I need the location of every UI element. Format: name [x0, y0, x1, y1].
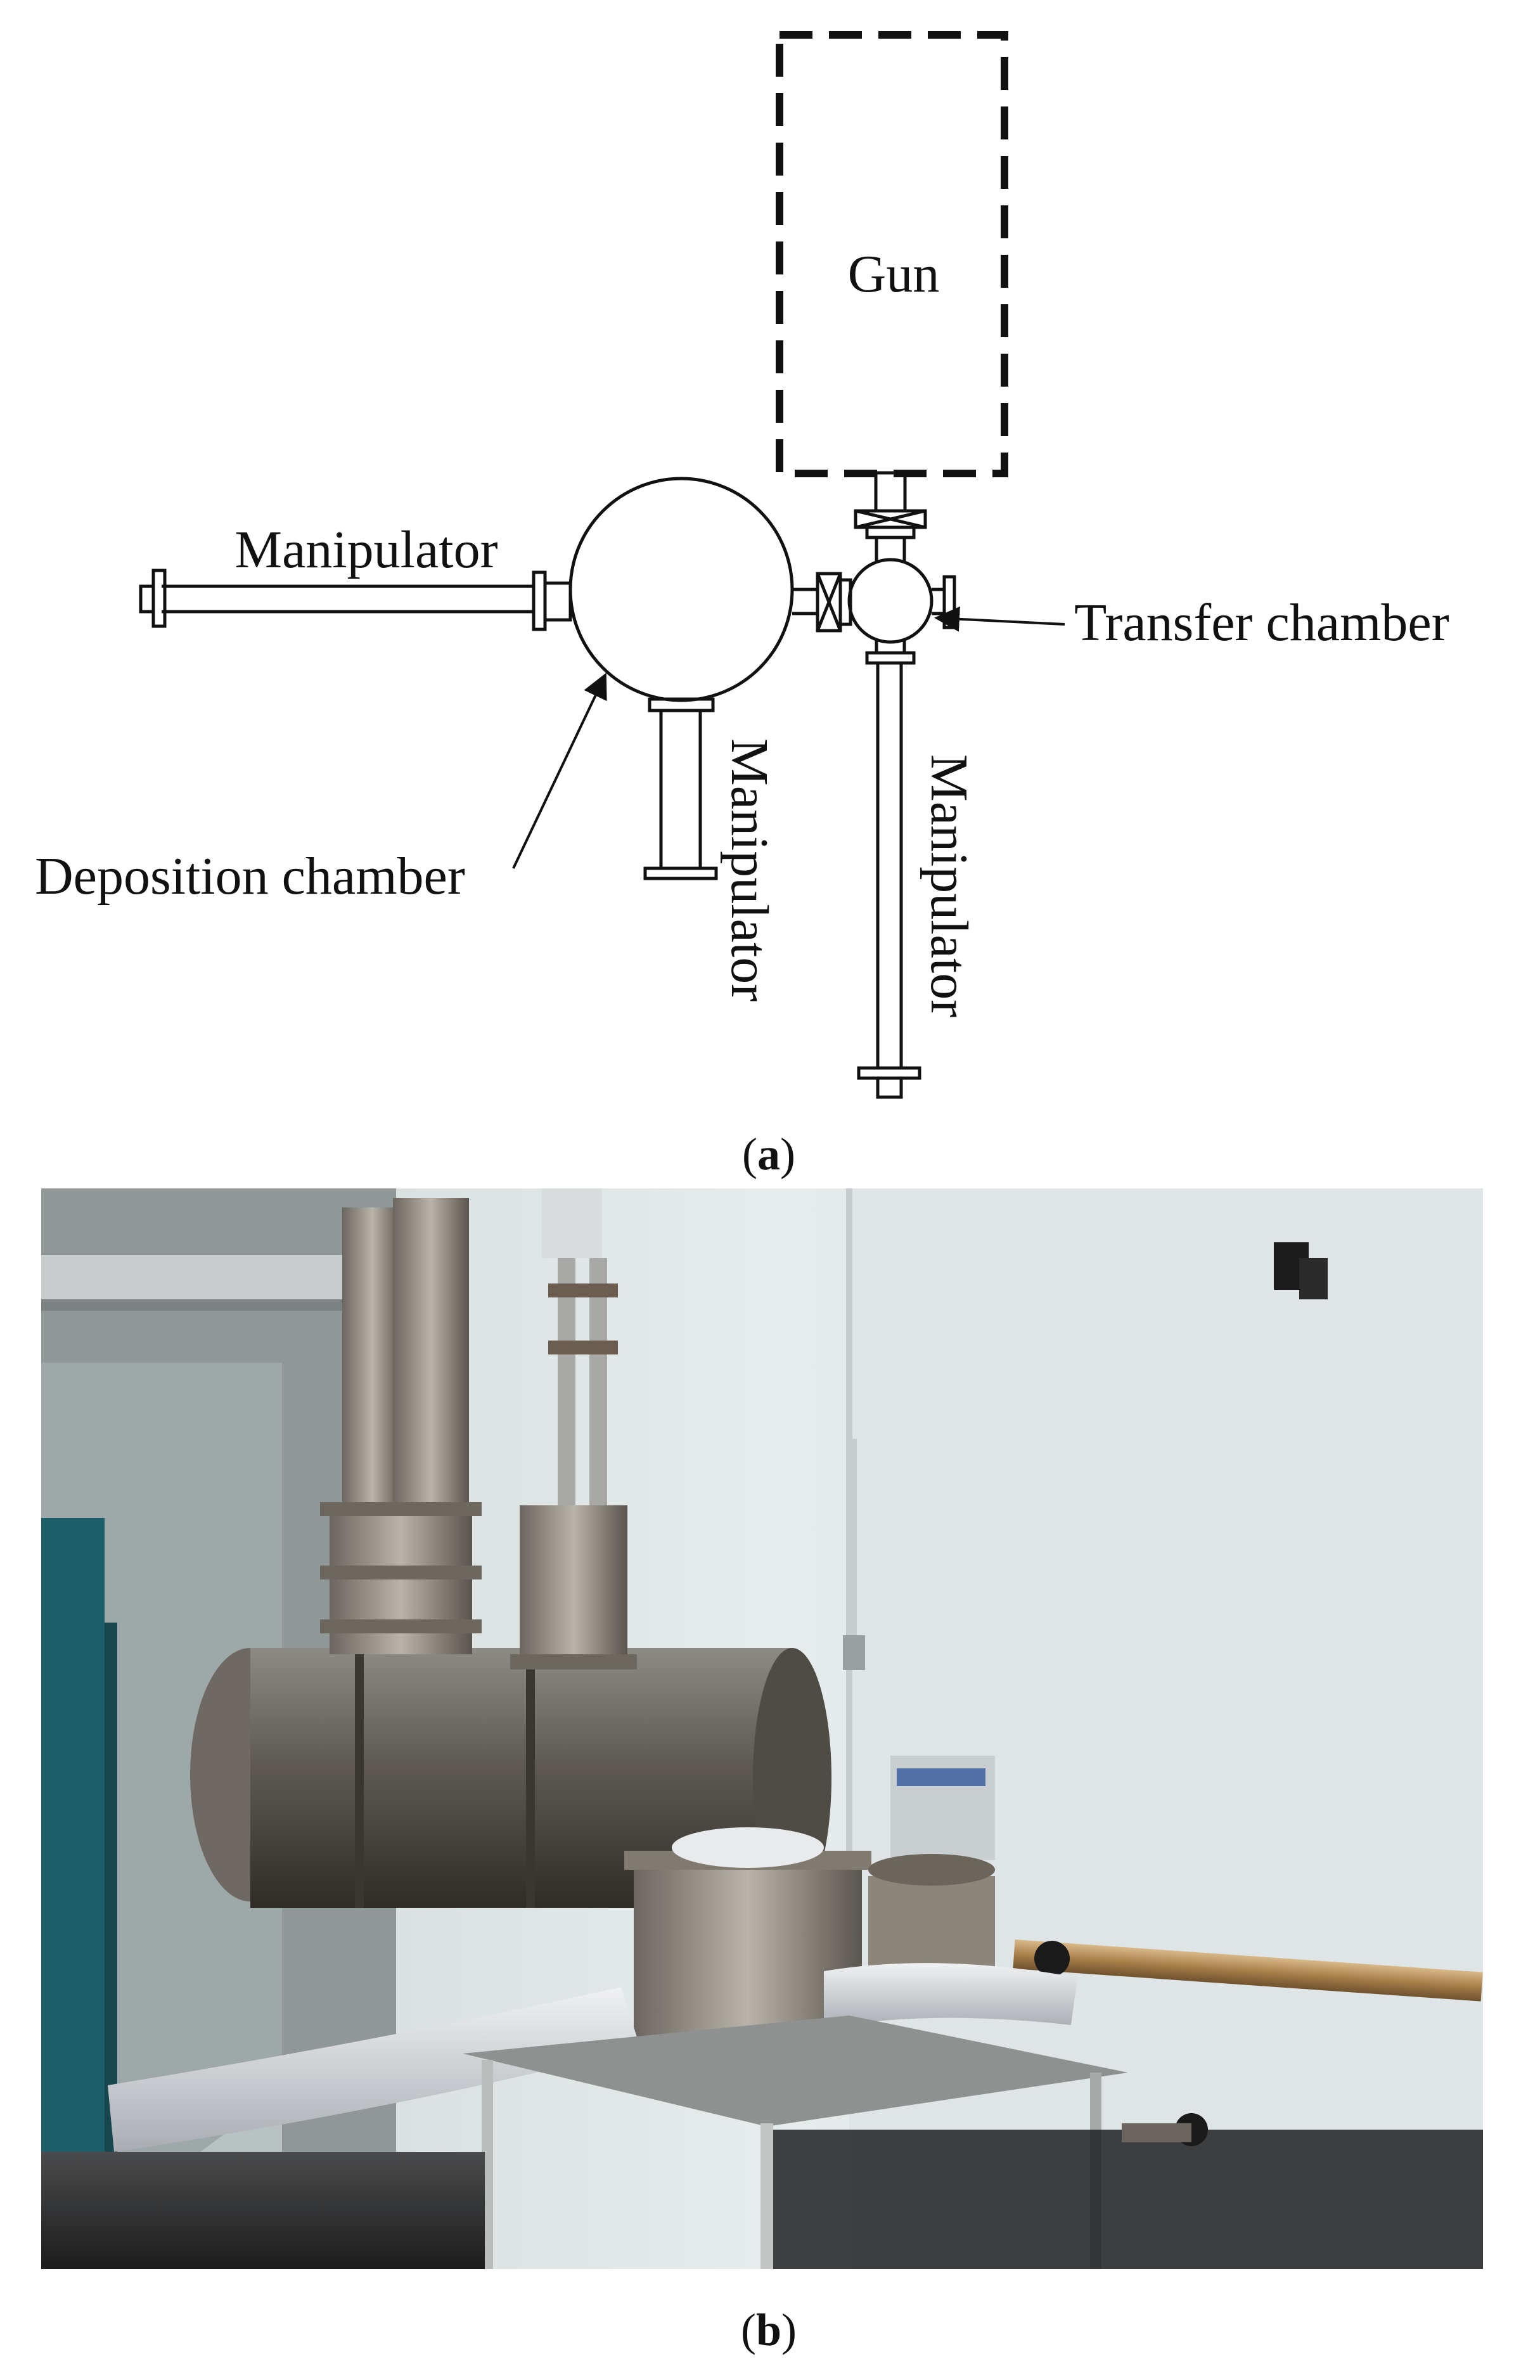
caption-a: (a) — [742, 1129, 795, 1180]
caption-b: (b) — [741, 2305, 797, 2355]
transfer-chamber-label: Transfer chamber — [1074, 593, 1449, 652]
center-manipulator-end — [643, 866, 718, 880]
transfer-arrow — [934, 606, 1065, 632]
transfer-chamber-circle — [847, 558, 934, 644]
manipulator-left-label: Manipulator — [234, 520, 497, 579]
schematic-panel-a — [139, 31, 1065, 1099]
manipulator-right-label: Manipulator — [920, 754, 979, 1017]
left-end-flange — [151, 569, 167, 628]
gun-box — [776, 31, 1008, 477]
gun-label: Gun — [848, 245, 940, 304]
left-flange — [532, 570, 547, 631]
left-flange-2 — [543, 581, 572, 622]
photo-panel-b — [41, 1188, 1483, 2269]
deposition-chamber-label: Deposition chamber — [35, 847, 465, 906]
deposition-chamber-circle — [568, 477, 794, 702]
manipulator-center-label: Manipulator — [720, 738, 779, 1001]
deposition-arrow — [512, 672, 607, 869]
left-end-cap — [139, 584, 155, 614]
